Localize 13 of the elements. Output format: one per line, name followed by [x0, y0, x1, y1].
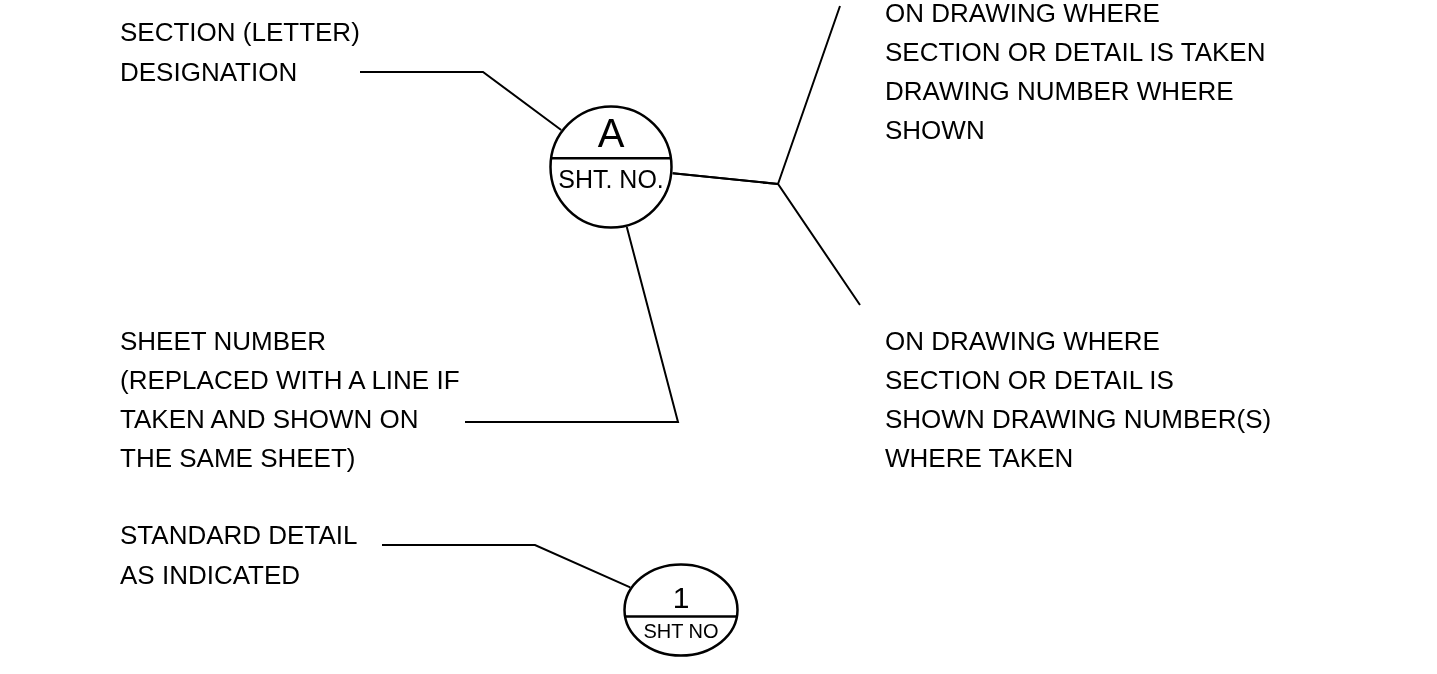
leader-line — [359, 71, 563, 131]
sheet-number-text: SHT. NO. — [557, 167, 665, 192]
note-text: SECTION (LETTER) DESIGNATION — [120, 16, 360, 89]
note-text: ON DRAWING WHERE SECTION OR DETAIL IS SHOWN DRAWING NUMBER(S) WHERE TAKEN — [885, 325, 1273, 475]
note-text: STANDARD DETAIL AS INDICATED — [120, 519, 358, 592]
leader-line — [381, 544, 632, 589]
note-text: SHEET NUMBER (REPLACED WITH A LINE IF TAKEN AND SHOWN ON THE SAME SHEET) — [120, 325, 461, 475]
section-letter: 1 — [671, 583, 691, 613]
note-text: ON DRAWING WHERE SECTION OR DETAIL IS TAKEN DRAWING NUMBER WHERE SHOWN — [885, 0, 1267, 147]
sheet-number-text: SHT NO — [642, 621, 720, 641]
section-letter: A — [596, 113, 626, 153]
leader-line — [671, 172, 861, 306]
leader-line — [464, 226, 680, 423]
